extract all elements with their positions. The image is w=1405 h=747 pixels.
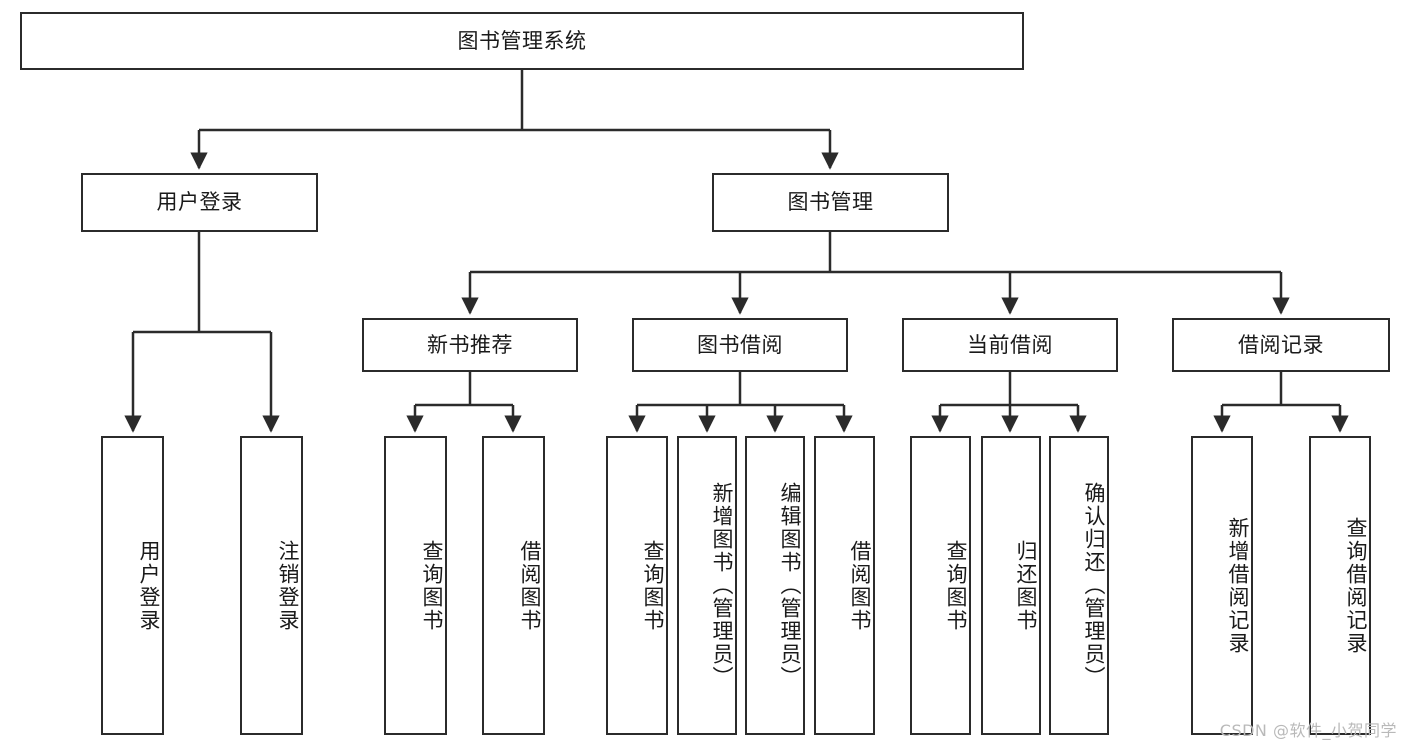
node-new-book-recommend-label: 新书推荐 xyxy=(427,332,513,357)
node-leaf-user-login[interactable]: 用户登录 xyxy=(101,436,164,735)
node-borrow-record[interactable]: 借阅记录 xyxy=(1172,318,1390,372)
node-leaf-query-book-3-label: 查询图书 xyxy=(944,539,968,632)
node-book-management-label: 图书管理 xyxy=(787,190,874,215)
node-leaf-add-record-label: 新增借阅记录 xyxy=(1226,516,1250,655)
node-leaf-confirm-return[interactable]: 确认归还（管理员） xyxy=(1049,436,1109,735)
node-leaf-confirm-return-label: 确认归还（管理员） xyxy=(1082,482,1106,689)
node-leaf-borrow-book-2[interactable]: 借阅图书 xyxy=(814,436,875,735)
node-leaf-add-book-label: 新增图书（管理员） xyxy=(710,482,734,689)
node-leaf-add-record[interactable]: 新增借阅记录 xyxy=(1191,436,1253,735)
node-root-label: 图书管理系统 xyxy=(457,28,587,53)
node-leaf-user-login-label: 用户登录 xyxy=(137,539,161,632)
node-book-borrow-label: 图书借阅 xyxy=(697,332,783,357)
node-leaf-query-book-2-label: 查询图书 xyxy=(641,539,665,632)
node-root[interactable]: 图书管理系统 xyxy=(20,12,1024,70)
node-leaf-query-book-2[interactable]: 查询图书 xyxy=(606,436,668,735)
node-current-borrow[interactable]: 当前借阅 xyxy=(902,318,1118,372)
node-book-borrow[interactable]: 图书借阅 xyxy=(632,318,848,372)
node-leaf-query-book-1-label: 查询图书 xyxy=(420,539,444,632)
node-leaf-return-book[interactable]: 归还图书 xyxy=(981,436,1041,735)
node-leaf-query-book-3[interactable]: 查询图书 xyxy=(910,436,971,735)
node-leaf-return-book-label: 归还图书 xyxy=(1014,539,1038,632)
node-user-login-label: 用户登录 xyxy=(156,190,243,215)
node-leaf-query-record[interactable]: 查询借阅记录 xyxy=(1309,436,1371,735)
node-leaf-user-logout-label: 注销登录 xyxy=(276,539,300,632)
watermark-text: CSDN @软件_小贺同学 xyxy=(1219,721,1397,740)
node-new-book-recommend[interactable]: 新书推荐 xyxy=(362,318,578,372)
node-leaf-query-record-label: 查询借阅记录 xyxy=(1344,516,1368,655)
node-borrow-record-label: 借阅记录 xyxy=(1238,332,1324,357)
node-user-login[interactable]: 用户登录 xyxy=(81,173,318,232)
node-leaf-borrow-book-2-label: 借阅图书 xyxy=(848,539,872,632)
node-leaf-query-book-1[interactable]: 查询图书 xyxy=(384,436,447,735)
node-leaf-edit-book-label: 编辑图书（管理员） xyxy=(778,482,802,689)
node-current-borrow-label: 当前借阅 xyxy=(967,332,1053,357)
node-book-management[interactable]: 图书管理 xyxy=(712,173,949,232)
node-leaf-add-book[interactable]: 新增图书（管理员） xyxy=(677,436,737,735)
node-leaf-borrow-book-1-label: 借阅图书 xyxy=(518,539,542,632)
node-leaf-borrow-book-1[interactable]: 借阅图书 xyxy=(482,436,545,735)
node-leaf-edit-book[interactable]: 编辑图书（管理员） xyxy=(745,436,805,735)
node-leaf-user-logout[interactable]: 注销登录 xyxy=(240,436,303,735)
